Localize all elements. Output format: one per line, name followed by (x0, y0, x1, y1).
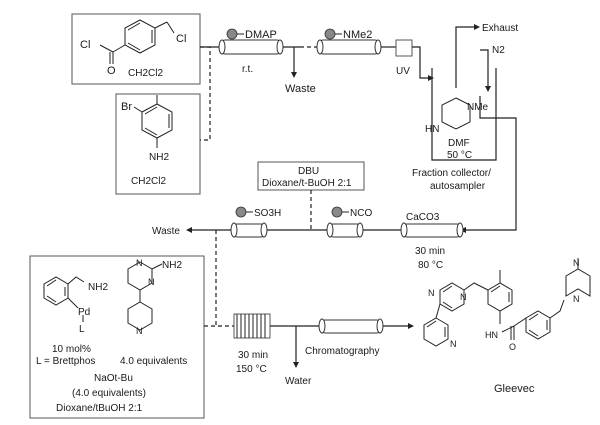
n2-label: N2 (492, 45, 505, 56)
reagent-dashed-connector (200, 46, 211, 141)
fraction-collector: Exhaust N2 NMe HN DMF 50 °C Fraction col… (412, 23, 518, 231)
catalyst-box: NH2 Pd L N NH2 N N 10 mol% L = Brettphos… (29, 255, 205, 419)
nme2-column: NMe2 (316, 28, 382, 55)
time-30-a: 30 min (415, 246, 445, 257)
gl-n4: N (573, 258, 580, 268)
uv-detector: UV (395, 39, 413, 77)
amp-n1: N (136, 258, 143, 268)
temp-50: 50 °C (447, 150, 472, 161)
dbu-box: DBU Dioxane/t-BuOH 2:1 (257, 161, 365, 232)
cat-base-equiv: (4.0 equivalents) (72, 388, 146, 399)
aniline-nh2: NH2 (149, 152, 169, 163)
chromatography-column: Chromatography (305, 318, 384, 357)
cat-l: L (79, 324, 85, 335)
coil-reactor: 30 min 150 °C (233, 313, 271, 375)
gl-o: O (509, 342, 516, 352)
cat-loading: 10 mol% (52, 344, 91, 355)
cat-ligand: L = Brettphos (36, 356, 95, 367)
product-label: Gleevec (494, 383, 535, 395)
dmap-label: DMAP (245, 29, 277, 41)
dmf-label: DMF (448, 138, 470, 149)
gl-n5: N (573, 294, 580, 304)
solvent-top: CH2Cl2 (128, 68, 163, 79)
nco-column: NCO (326, 206, 372, 238)
nme2-label: NMe2 (343, 29, 372, 41)
rt-label: r.t. (242, 64, 253, 75)
so3h-label: SO3H (254, 208, 281, 219)
temp-80: 80 °C (418, 260, 443, 271)
autosampler-label: autosampler (430, 181, 486, 192)
acyl-cl-left: Cl (80, 39, 90, 51)
chromatography-label: Chromatography (305, 346, 379, 357)
amp-n2: N (148, 277, 155, 287)
acyl-cl-right: Cl (176, 33, 186, 45)
solvent-mid: CH2Cl2 (131, 176, 166, 187)
aniline-box: Br NH2 CH2Cl2 (115, 93, 201, 195)
acyl-chloride-box: Cl O Cl CH2Cl2 (71, 13, 201, 85)
cat-equiv-pyr: 4.0 equivalents (120, 356, 187, 367)
waste-1-label: Waste (285, 83, 316, 95)
exhaust-label: Exhaust (482, 23, 518, 34)
cat-pd: Pd (78, 307, 90, 318)
waste-2-label: Waste (152, 226, 180, 237)
dioxane-mid-label: Dioxane/t-BuOH 2:1 (262, 178, 352, 189)
piperazine-hn: HN (425, 124, 439, 135)
amp-nh2: NH2 (162, 260, 182, 271)
dmap-column: DMAP r.t. (218, 28, 284, 75)
dbu-label: DBU (298, 166, 319, 177)
acyl-o-label: O (107, 65, 116, 77)
so3h-column: SO3H (230, 206, 281, 238)
piperazine-nme: NMe (467, 102, 489, 113)
cat-solvent: Dioxane/tBuOH 2:1 (56, 403, 143, 414)
cat-nh2: NH2 (88, 282, 108, 293)
caco3-label: CaCO3 (406, 212, 440, 223)
time-30-b: 30 min (238, 350, 268, 361)
gl-n3: N (450, 339, 457, 349)
gleevec-structure: N N N HN O N N Gleevec (423, 258, 591, 395)
gl-n2: N (460, 292, 467, 302)
water-label: Water (285, 376, 312, 387)
caco3-column: CaCO3 30 min 80 °C (400, 212, 464, 271)
uv-label: UV (396, 66, 410, 77)
temp-150: 150 °C (236, 364, 267, 375)
cat-base: NaOt-Bu (94, 373, 133, 384)
gl-hn: HN (485, 330, 498, 340)
aniline-br: Br (121, 101, 132, 113)
gl-n1: N (428, 288, 435, 298)
fraction-collector-label: Fraction collector/ (412, 168, 491, 179)
nco-label: NCO (350, 208, 372, 219)
amp-n3: N (136, 326, 143, 336)
